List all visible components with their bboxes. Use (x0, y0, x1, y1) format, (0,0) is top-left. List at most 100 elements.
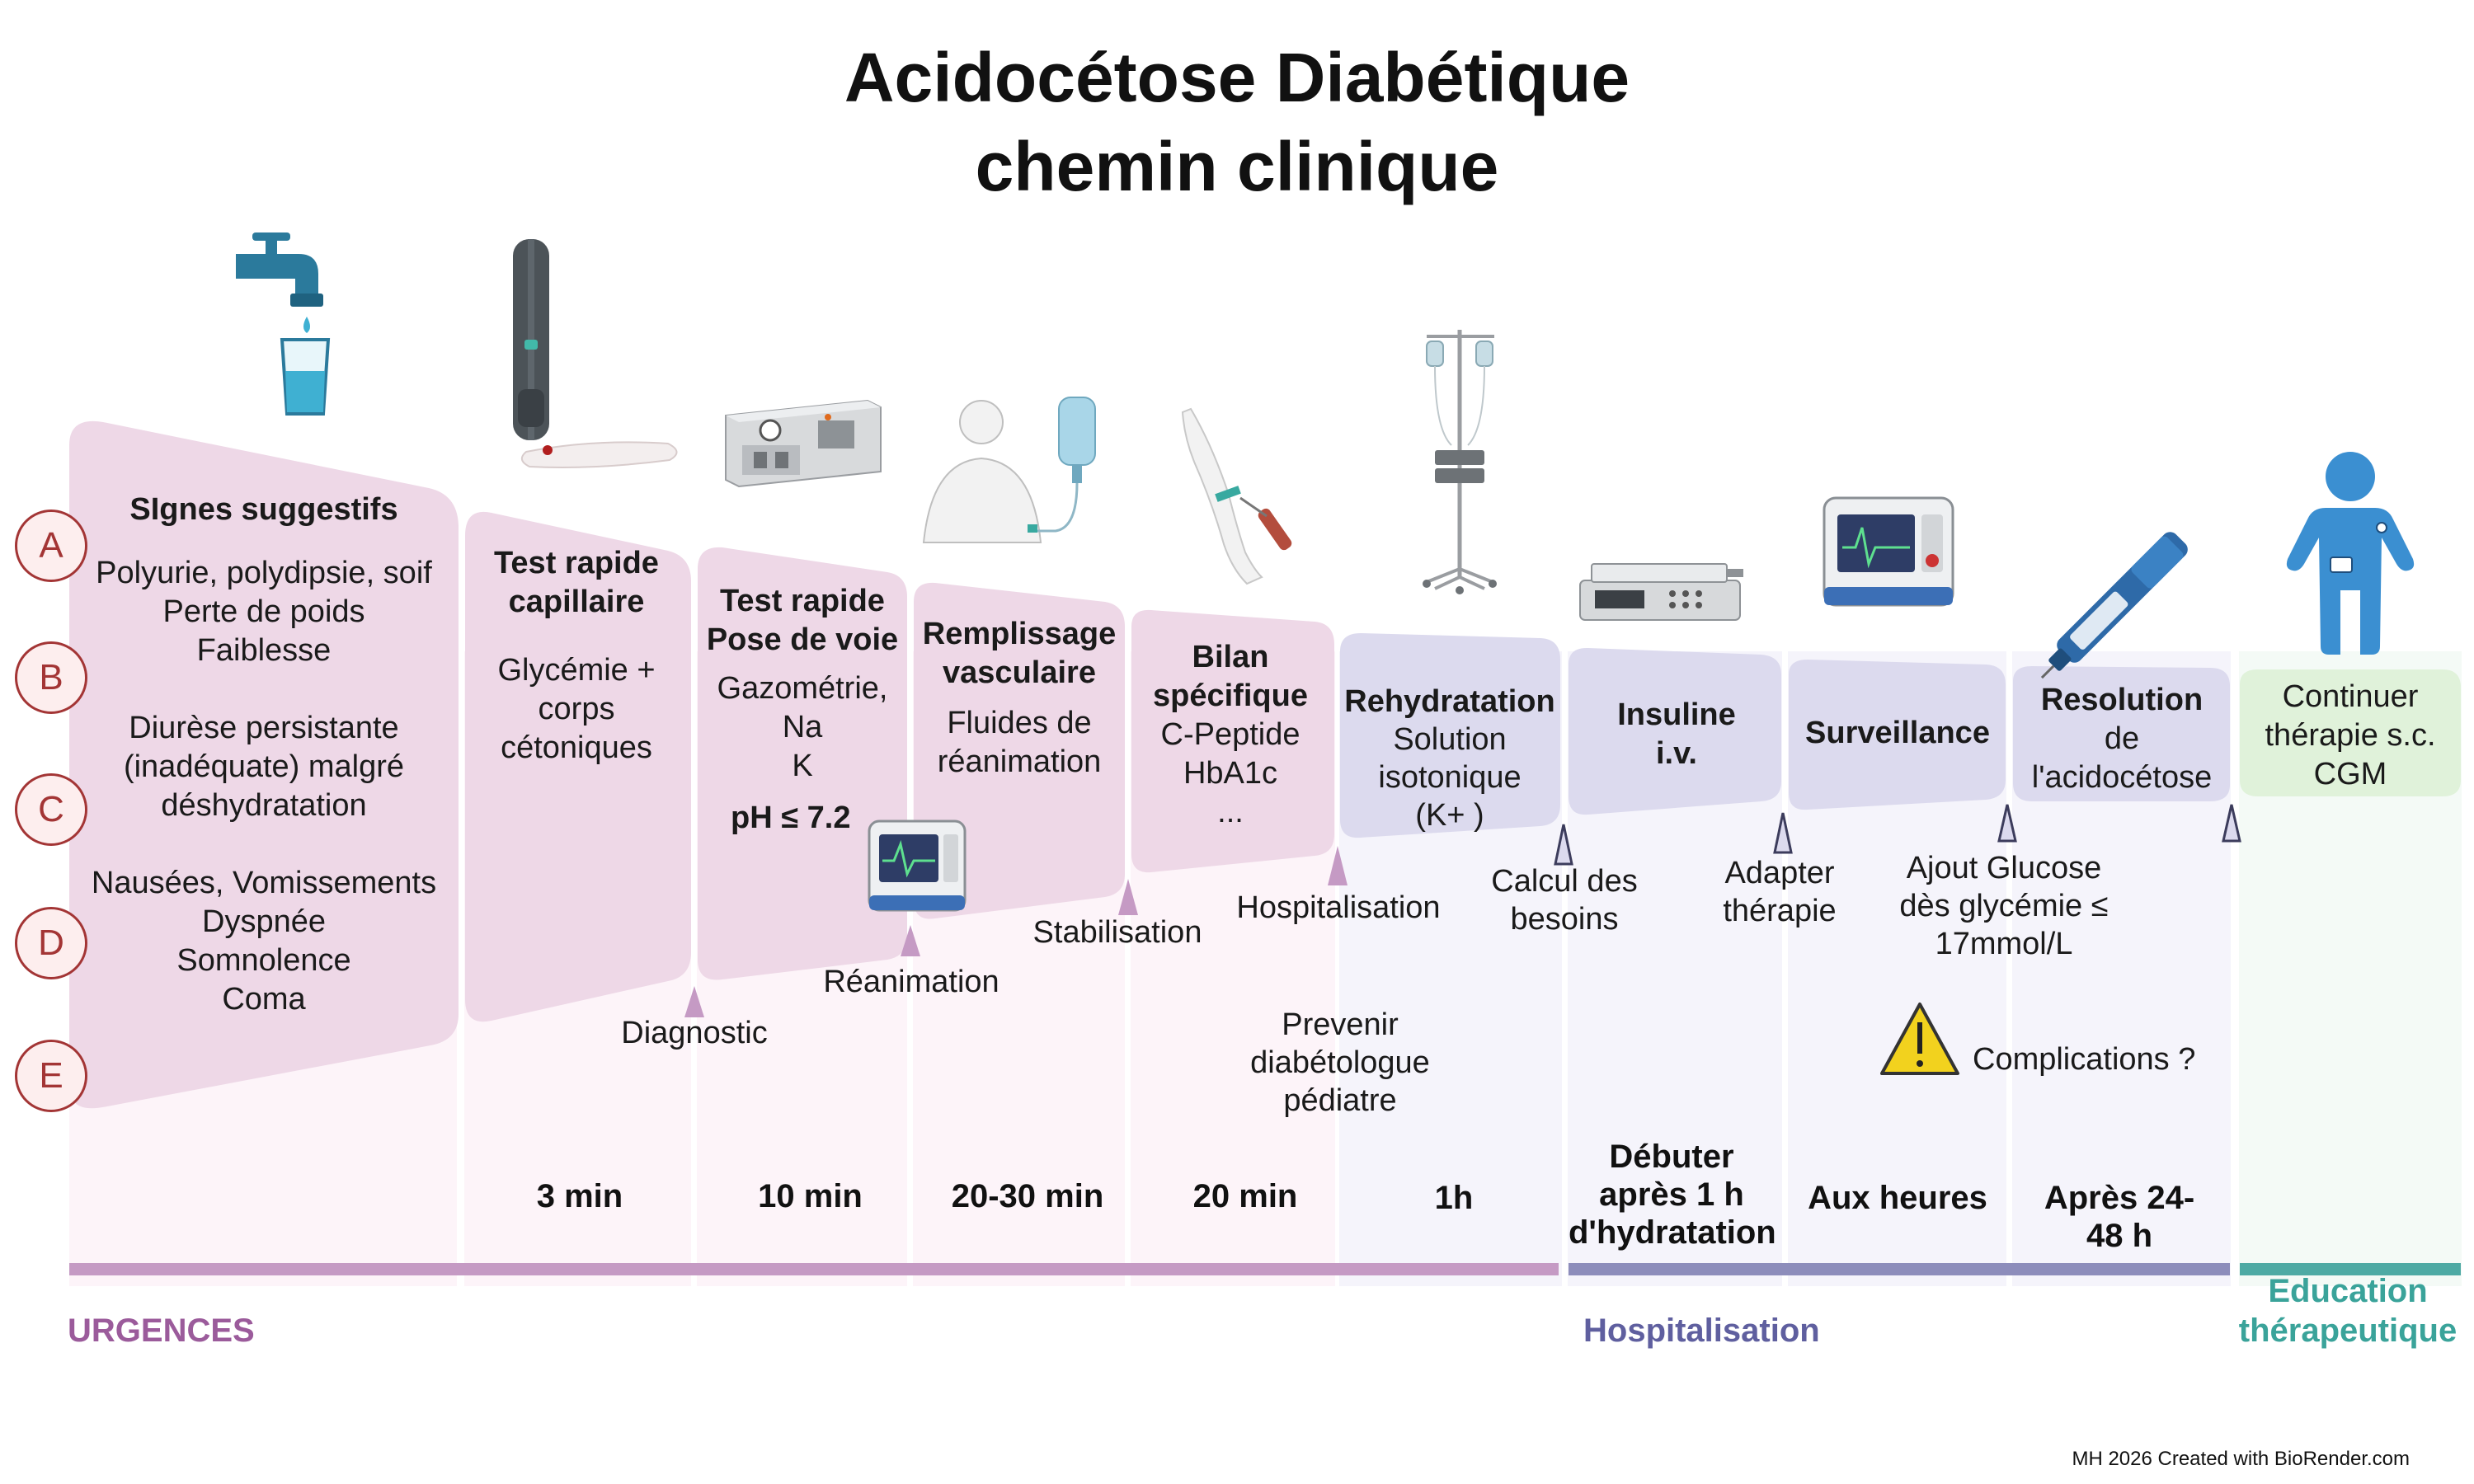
stage-shape-bilan (1131, 609, 1334, 873)
patient-with-sensor-icon (2286, 452, 2415, 655)
stage-text: de (2104, 721, 2140, 756)
stage-surveillance: Surveillance (1789, 714, 2006, 753)
stage-text: Nausées, Vomissements (91, 866, 437, 900)
stage-heading: Rehydratation (1344, 684, 1555, 719)
time-resolution: Après 24-48 h (2044, 1180, 2195, 1254)
phase-bar-hospitalisation (1569, 1263, 2230, 1275)
stage-shape-signes (69, 420, 459, 1109)
stage-text: Polyurie, polydipsie, soif (96, 556, 432, 590)
title-line-1: Acidocétose Diabétique (844, 39, 1630, 116)
row-marker-c: C (15, 773, 87, 846)
stage-heading: Test rapide Pose de voie (706, 584, 899, 657)
event-diagnostic: Diagnostic (621, 1016, 768, 1050)
stage-text: Somnolence (176, 943, 351, 978)
marker-ajout (1997, 804, 2017, 843)
phase-bar-urgences (69, 1263, 1559, 1275)
marker-adapter (1773, 812, 1793, 854)
marker-diagnostic (684, 986, 704, 1017)
stage-text: thérapie s.c. (2265, 718, 2436, 753)
stage-text: Solution (1393, 722, 1507, 757)
stage-text: (inadéquate) malgré (123, 749, 405, 784)
stage-test-voie: Test rapide Pose de voie Gazométrie, Na … (698, 582, 907, 838)
row-marker-a: A (15, 510, 87, 582)
time-voie: 10 min (758, 1178, 863, 1214)
time-remplissage: 20-30 min (951, 1178, 1104, 1214)
insulin-pen-icon (2040, 532, 2188, 679)
time-surveillance: Aux heures (1808, 1180, 1987, 1216)
stage-text: CGM (2313, 757, 2387, 791)
stage-remplissage: Remplissage vasculaire Fluides de réanim… (914, 615, 1125, 782)
stage-rehydratation: Rehydratation Solution isotonique (K+ ) (1336, 683, 1564, 834)
stage-text: l'acidocétose (2031, 760, 2213, 795)
stage-shape-capillaire (465, 511, 691, 1022)
event-stabilisation: Stabilisation (1032, 915, 1202, 950)
section-urgences: URGENCES (68, 1313, 255, 1349)
stage-text: Fluides de (947, 706, 1092, 740)
faucet-icon (236, 232, 323, 333)
stage-bilan: Bilan spécifique C-Peptide HbA1c ... (1131, 638, 1329, 832)
row-marker-e: E (15, 1040, 87, 1112)
stage-shape-voie (698, 547, 907, 980)
stage-shape-continuer (2240, 669, 2461, 796)
event-prevenir: Prevenir diabétologue pédiatre (1250, 1007, 1430, 1118)
patient-monitor-icon (868, 819, 967, 912)
stage-text: ... (1217, 795, 1244, 829)
title-line-2: chemin clinique (975, 128, 1499, 205)
stage-test-capillaire: Test rapide capillaire Glycémie + corps … (473, 544, 680, 768)
stage-shape-resolution (2013, 666, 2230, 801)
row-marker-d: D (15, 907, 87, 979)
marker-calcul (1554, 824, 1573, 866)
event-reanimation: Réanimation (823, 965, 999, 999)
blood-gas-analyzer-icon (725, 399, 882, 488)
page-title: Acidocétose Diabétique chemin clinique (0, 33, 2474, 211)
stage-text: corps (538, 692, 615, 726)
stage-text: cétoniques (501, 730, 652, 765)
marker-stabilisation (1118, 879, 1138, 915)
stage-text: isotonique (1378, 760, 1522, 795)
stage-heading: Insuline i.v. (1617, 697, 1736, 771)
section-education: Education thérapeutique (2238, 1273, 2458, 1349)
stage-heading: Test rapide capillaire (494, 546, 659, 619)
stage-text: C-Peptide (1160, 717, 1300, 752)
phase-bar-education (2240, 1263, 2461, 1275)
stage-shape-surveillance (1789, 660, 2006, 810)
stage-heading: Bilan spécifique (1153, 640, 1308, 713)
stage-text: K (792, 749, 813, 783)
stage-text: HbA1c (1183, 756, 1278, 791)
stage-insuline: Insuline i.v. (1598, 696, 1755, 773)
stage-text: Na (782, 710, 823, 744)
marker-complications (2222, 804, 2241, 843)
warning-icon (1880, 1003, 1959, 1075)
stage-shape-remplissage (914, 582, 1125, 919)
stage-shape-rehydratation (1340, 633, 1560, 838)
marker-hospitalisation (1328, 846, 1348, 885)
row-marker-b: B (15, 641, 87, 714)
stage-continuer: Continuer thérapie s.c. CGM (2240, 678, 2461, 794)
event-ajout: Ajout Glucose dès glycémie ≤ 17mmol/L (1899, 851, 2109, 961)
stage-text: réanimation (937, 744, 1102, 779)
blood-draw-arm-icon (1181, 407, 1292, 585)
stage-heading: Remplissage vasculaire (922, 617, 1117, 690)
stage-signes: SIgnes suggestifs Polyurie, polydipsie, … (73, 491, 455, 1019)
water-glass-icon (280, 338, 331, 416)
stage-text: Continuer (2282, 679, 2419, 714)
stage-text: Glycémie + (497, 653, 656, 688)
event-adapter: Adapter thérapie (1723, 856, 1837, 928)
section-hospitalisation: Hospitalisation (1583, 1313, 1820, 1349)
ph-threshold: pH ≤ 7.2 (731, 801, 851, 835)
event-complications: Complications ? (1973, 1042, 2196, 1077)
time-bilan: 20 min (1192, 1178, 1298, 1214)
time-insuline: Débuter après 1 h d'hydratation (1569, 1139, 1776, 1251)
stage-heading: Surveillance (1805, 716, 1990, 750)
event-calcul: Calcul des besoins (1491, 864, 1638, 937)
syringe-pump-icon (1579, 563, 1743, 621)
stage-text: Diurèse persistante (129, 711, 399, 745)
event-hospitalisation: Hospitalisation (1236, 890, 1441, 925)
time-capillaire: 3 min (536, 1178, 623, 1214)
iv-pole-pump-icon (1423, 330, 1497, 594)
stage-resolution: Resolution de l'acidocétose (2013, 681, 2231, 797)
lancet-device-icon (513, 239, 678, 468)
stage-text: (K+ ) (1415, 798, 1484, 833)
iv-infusion-patient-icon (922, 397, 1096, 543)
